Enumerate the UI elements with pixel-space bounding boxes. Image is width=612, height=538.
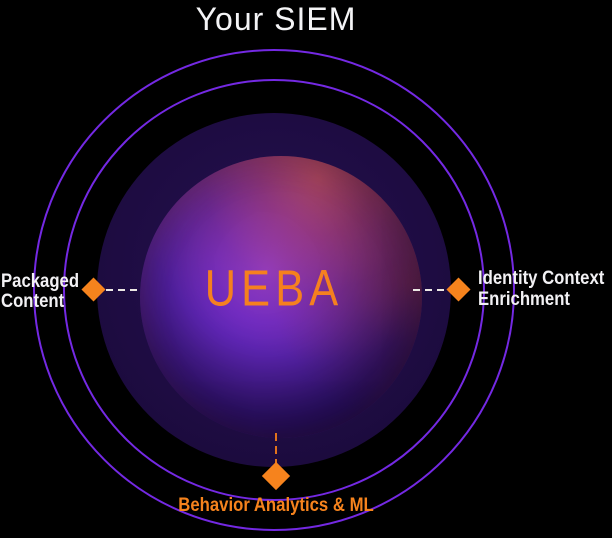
inner-orbit-ring — [63, 79, 485, 501]
connector-line-left — [106, 289, 139, 291]
outer-orbit-ring — [33, 49, 515, 531]
label-line: Enrichment — [478, 289, 570, 310]
center-label: UEBA — [204, 259, 344, 317]
label-packaged-content: Packaged Content — [1, 272, 79, 312]
label-line: Content — [1, 291, 65, 312]
label-identity-context-enrichment: Identity Context Enrichment — [478, 268, 604, 310]
page-title: Your SIEM — [195, 1, 357, 37]
connector-line-bottom — [275, 433, 277, 463]
connector-line-right — [413, 289, 446, 291]
label-behavior-analytics-ml: Behavior Analytics & ML — [178, 495, 374, 516]
ueba-sphere: UEBA — [140, 156, 422, 438]
label-line: Packaged — [1, 271, 80, 292]
label-line: Identity Context — [478, 268, 605, 289]
